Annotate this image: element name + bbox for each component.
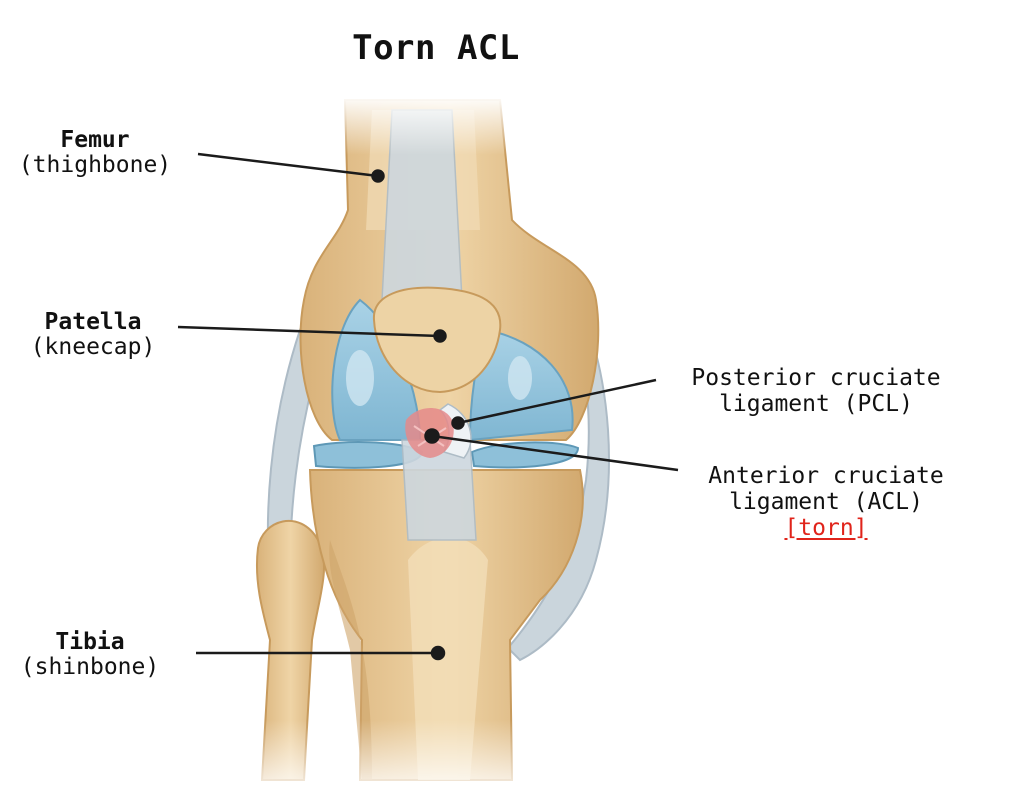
pcl-leader-line xyxy=(457,378,657,425)
acl-pointer-dot xyxy=(424,428,440,444)
acl-leader-line xyxy=(431,434,679,472)
tibia-subtitle: (shinbone) xyxy=(20,653,160,680)
cartilage xyxy=(331,298,574,442)
fibula xyxy=(255,520,325,781)
acl-label: Anterior cruciate ligament (ACL) [torn] xyxy=(676,463,976,541)
tibia xyxy=(308,469,584,781)
femur-pointer-dot xyxy=(371,169,385,183)
femur-leader-line xyxy=(197,152,379,178)
tibia-label: Tibia (shinbone) xyxy=(0,630,180,680)
pcl-pointer-dot-core xyxy=(453,418,463,428)
tibia-name: Tibia xyxy=(55,629,125,655)
acl-torn-status: [torn] xyxy=(784,514,868,541)
patella-subtitle: (kneecap) xyxy=(30,333,156,360)
femur-subtitle: (thighbone) xyxy=(18,151,172,178)
acl-line1: Anterior cruciate xyxy=(708,463,944,489)
tendon-bundle xyxy=(381,109,477,541)
menisci xyxy=(312,441,580,469)
patella-leader-line xyxy=(177,325,441,338)
femur-label: Femur (thighbone) xyxy=(0,128,190,178)
page-title: Torn ACL xyxy=(352,28,520,68)
patella-pointer-dot xyxy=(433,329,447,343)
acl-line2: ligament (ACL) xyxy=(729,488,923,515)
patella-name: Patella xyxy=(44,309,142,335)
pcl-line1: Posterior cruciate xyxy=(691,365,941,391)
leader-lines xyxy=(177,152,679,661)
pcl-line2: ligament (PCL) xyxy=(719,390,913,417)
femur-name: Femur xyxy=(60,127,130,153)
patella-label: Patella (kneecap) xyxy=(0,310,186,360)
tibia-pointer-dot xyxy=(430,645,446,661)
pcl-label: Posterior cruciate ligament (PCL) xyxy=(660,365,972,418)
